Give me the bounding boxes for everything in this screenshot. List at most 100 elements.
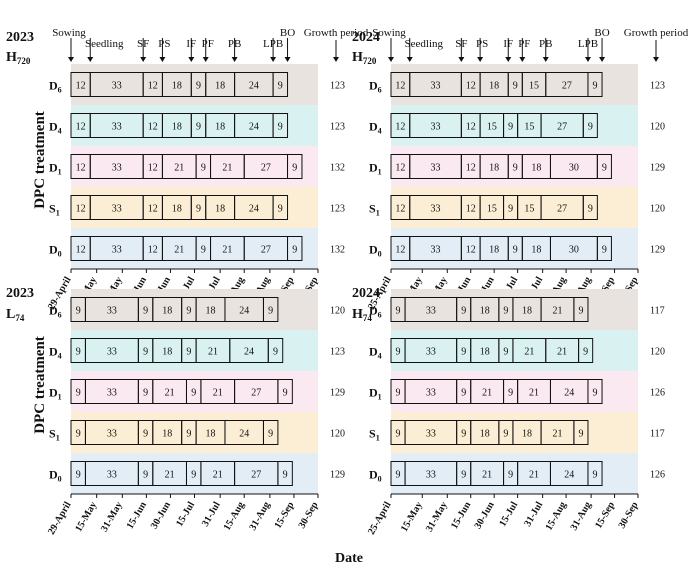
row-label: D0 [369,243,382,259]
row-band [391,187,638,228]
growth-period-label: Growth period [304,27,369,39]
growth-arrow-head [653,57,659,62]
segment-label: 9 [461,388,466,399]
segment-label: 33 [426,388,436,399]
stage-label: PB [539,38,552,50]
segment-label: 18 [206,429,216,440]
bar-segment [287,236,303,261]
row-label: D4 [49,120,62,136]
segment-label: 9 [508,388,513,399]
segment-label: 9 [593,470,598,481]
stage-arrow-head [388,57,394,62]
segment-label: 9 [196,122,201,133]
segment-label: 9 [191,470,196,481]
segment-label: 9 [143,470,148,481]
segment-label: 12 [76,245,86,256]
x-tick-label: 15-Jun [449,500,473,531]
row-label-subscript: 6 [58,311,62,320]
segment-label: 12 [395,81,405,92]
segment-label: 12 [148,81,158,92]
stage-label: SF [137,38,149,50]
stage-label: Sowing [52,27,86,39]
growth-period-label: Growth period [624,27,689,39]
segment-label: 9 [396,347,401,358]
segment-label: 12 [76,163,86,174]
growth-period-value: 129 [650,245,665,256]
segment-label: 9 [508,122,513,133]
bar-segment [587,72,603,97]
row-label-subscript: 0 [378,475,382,484]
bar-segment [272,72,289,97]
segment-label: 18 [531,163,541,174]
segment-label: 21 [165,388,175,399]
cultivar-label: H720 [352,50,377,66]
segment-label: 9 [461,470,466,481]
segment-label: 9 [588,122,593,133]
segment-label: 33 [431,81,441,92]
x-tick-label: 31-May [424,500,450,534]
bar-segment [582,195,598,220]
segment-label: 9 [143,347,148,358]
year-label: 2024 [352,286,380,301]
row-band [391,330,638,371]
segment-label: 9 [143,429,148,440]
growth-period-value: 126 [650,388,665,399]
x-tick-label: 15-Sep [593,500,617,531]
segment-label: 18 [489,245,499,256]
stage-arrow-head [188,57,195,62]
segment-label: 9 [278,81,283,92]
stage-arrow-head [519,57,526,62]
segment-label: 12 [466,204,476,215]
segment-label: 12 [395,204,405,215]
segment-label: 27 [557,204,567,215]
segment-label: 9 [186,347,191,358]
segment-label: 33 [107,306,117,317]
segment-label: 33 [107,470,117,481]
row-label: D0 [49,468,62,484]
segment-label: 12 [395,122,405,133]
growth-period-value: 132 [330,245,345,256]
x-tick-label: 30-Jun [149,500,173,531]
segment-label: 9 [76,429,81,440]
x-tick-label: 30-Jun [473,500,497,531]
x-tick-label: 15-May [399,500,425,534]
row-label: D1 [369,161,382,177]
growth-period-value: 123 [650,81,665,92]
segment-label: 33 [431,204,441,215]
bar-segment [287,154,303,179]
segment-label: 9 [578,429,583,440]
segment-label: 24 [249,122,259,133]
bar-segment [587,461,603,486]
segment-label: 12 [76,204,86,215]
row-label-subscript: 1 [56,209,60,218]
segment-label: 12 [395,163,405,174]
segment-label: 18 [215,122,225,133]
cultivar-subscript: 74 [363,313,373,323]
x-tick-label: 30-Sep [297,500,321,531]
segment-label: 18 [172,81,182,92]
segment-label: 15 [524,204,534,215]
segment-label: 21 [529,388,539,399]
growth-period-value: 123 [330,347,345,358]
x-tick-label: 31-May [99,500,125,534]
segment-label: 27 [557,122,567,133]
x-tick-label: 31-Jul [522,500,545,529]
x-tick-label: 15-May [73,500,99,534]
segment-label: 9 [201,163,206,174]
row-label-subscript: 0 [58,475,62,484]
bar-segment [587,379,603,404]
segment-label: 9 [76,470,81,481]
row-label: S1 [49,202,60,218]
row-label: D1 [49,161,62,177]
segment-label: 9 [513,163,518,174]
segment-label: 12 [148,163,158,174]
segment-label: 9 [143,388,148,399]
segment-label: 18 [162,429,172,440]
x-tick-label: 15-Jul [174,500,197,529]
segment-label: 33 [112,122,122,133]
segment-label: 24 [564,388,574,399]
segment-label: 9 [268,429,273,440]
segment-label: 9 [186,429,191,440]
year-label: 2023 [6,30,34,45]
